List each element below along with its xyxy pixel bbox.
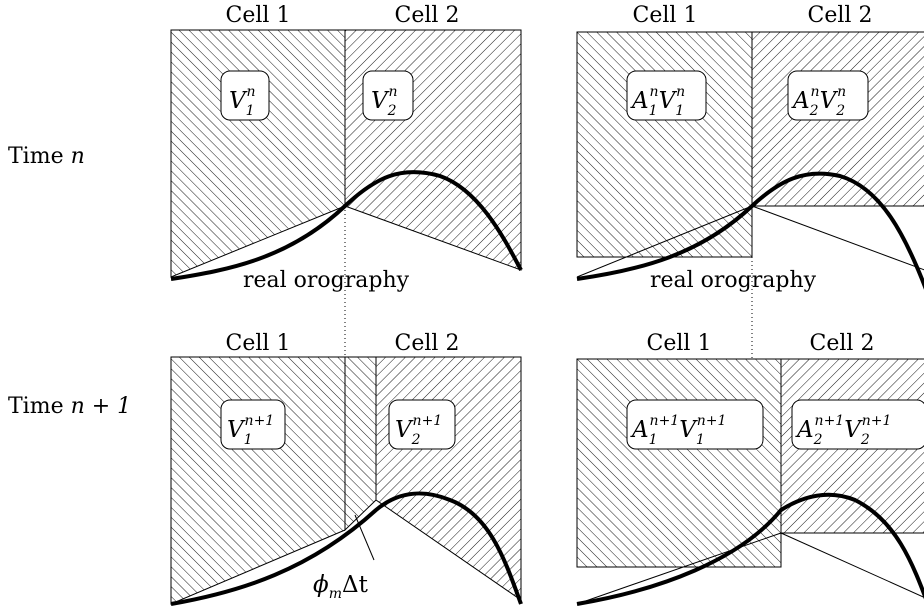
cell-label: Cell 2 [395, 331, 460, 356]
cell-label: Cell 1 [226, 331, 291, 356]
orography-label: real orography [650, 268, 817, 293]
cell1-water-region [576, 31, 753, 258]
cell-label: Cell 1 [226, 3, 291, 28]
cell-label: Cell 2 [395, 3, 460, 28]
orography-label: real orography [243, 268, 410, 293]
panel-bottom-right [576, 358, 924, 606]
panel-bottom-left [170, 356, 523, 606]
cell-label: Cell 2 [810, 331, 875, 356]
orography-curve [576, 171, 924, 290]
volume-box [362, 70, 414, 121]
linear-orography-cell2 [751, 205, 924, 271]
volume-label: V1n+1 [227, 413, 274, 448]
volume-label: A2n+1V2n+1 [795, 413, 891, 448]
orography-curve [170, 170, 523, 281]
linear-orography-cell1 [576, 532, 782, 605]
volume-box [626, 70, 707, 121]
volume-label: A1n+1V1n+1 [630, 413, 726, 448]
cell1-water-region [170, 356, 346, 605]
linear-orography-cell1 [576, 205, 753, 278]
volume-box [791, 399, 924, 450]
cell2-water-region [375, 356, 522, 601]
orography-curve [170, 491, 523, 606]
row-label-time-n1: Time n + 1 [8, 394, 131, 419]
cell-label: Cell 2 [808, 3, 873, 28]
orography-curve [576, 492, 924, 606]
linear-orography-cell2 [780, 532, 924, 598]
cell2-water-region [344, 29, 522, 271]
panel-top-left [170, 29, 523, 281]
volume-label: A1nV1n [630, 84, 685, 119]
volume-box [626, 399, 764, 450]
volume-label: A2nV2n [791, 84, 846, 119]
volume-label: V2n [371, 84, 398, 119]
volume-label: V1n [229, 84, 256, 119]
flux-label: ϕmΔt [313, 572, 369, 602]
cell1-water-region [576, 358, 782, 568]
volume-label: V2n+1 [395, 413, 442, 448]
cell-label: Cell 1 [633, 3, 698, 28]
volume-box [787, 70, 869, 121]
panel-top-right [576, 31, 924, 290]
row-label-time-n: Time n [8, 144, 85, 169]
flux-strip [344, 356, 377, 532]
flux-pointer [354, 514, 375, 561]
volume-box [220, 399, 286, 450]
cell1-water-region [170, 29, 346, 278]
volume-box [388, 399, 456, 450]
cell-label: Cell 1 [647, 331, 712, 356]
volume-box [220, 70, 270, 121]
